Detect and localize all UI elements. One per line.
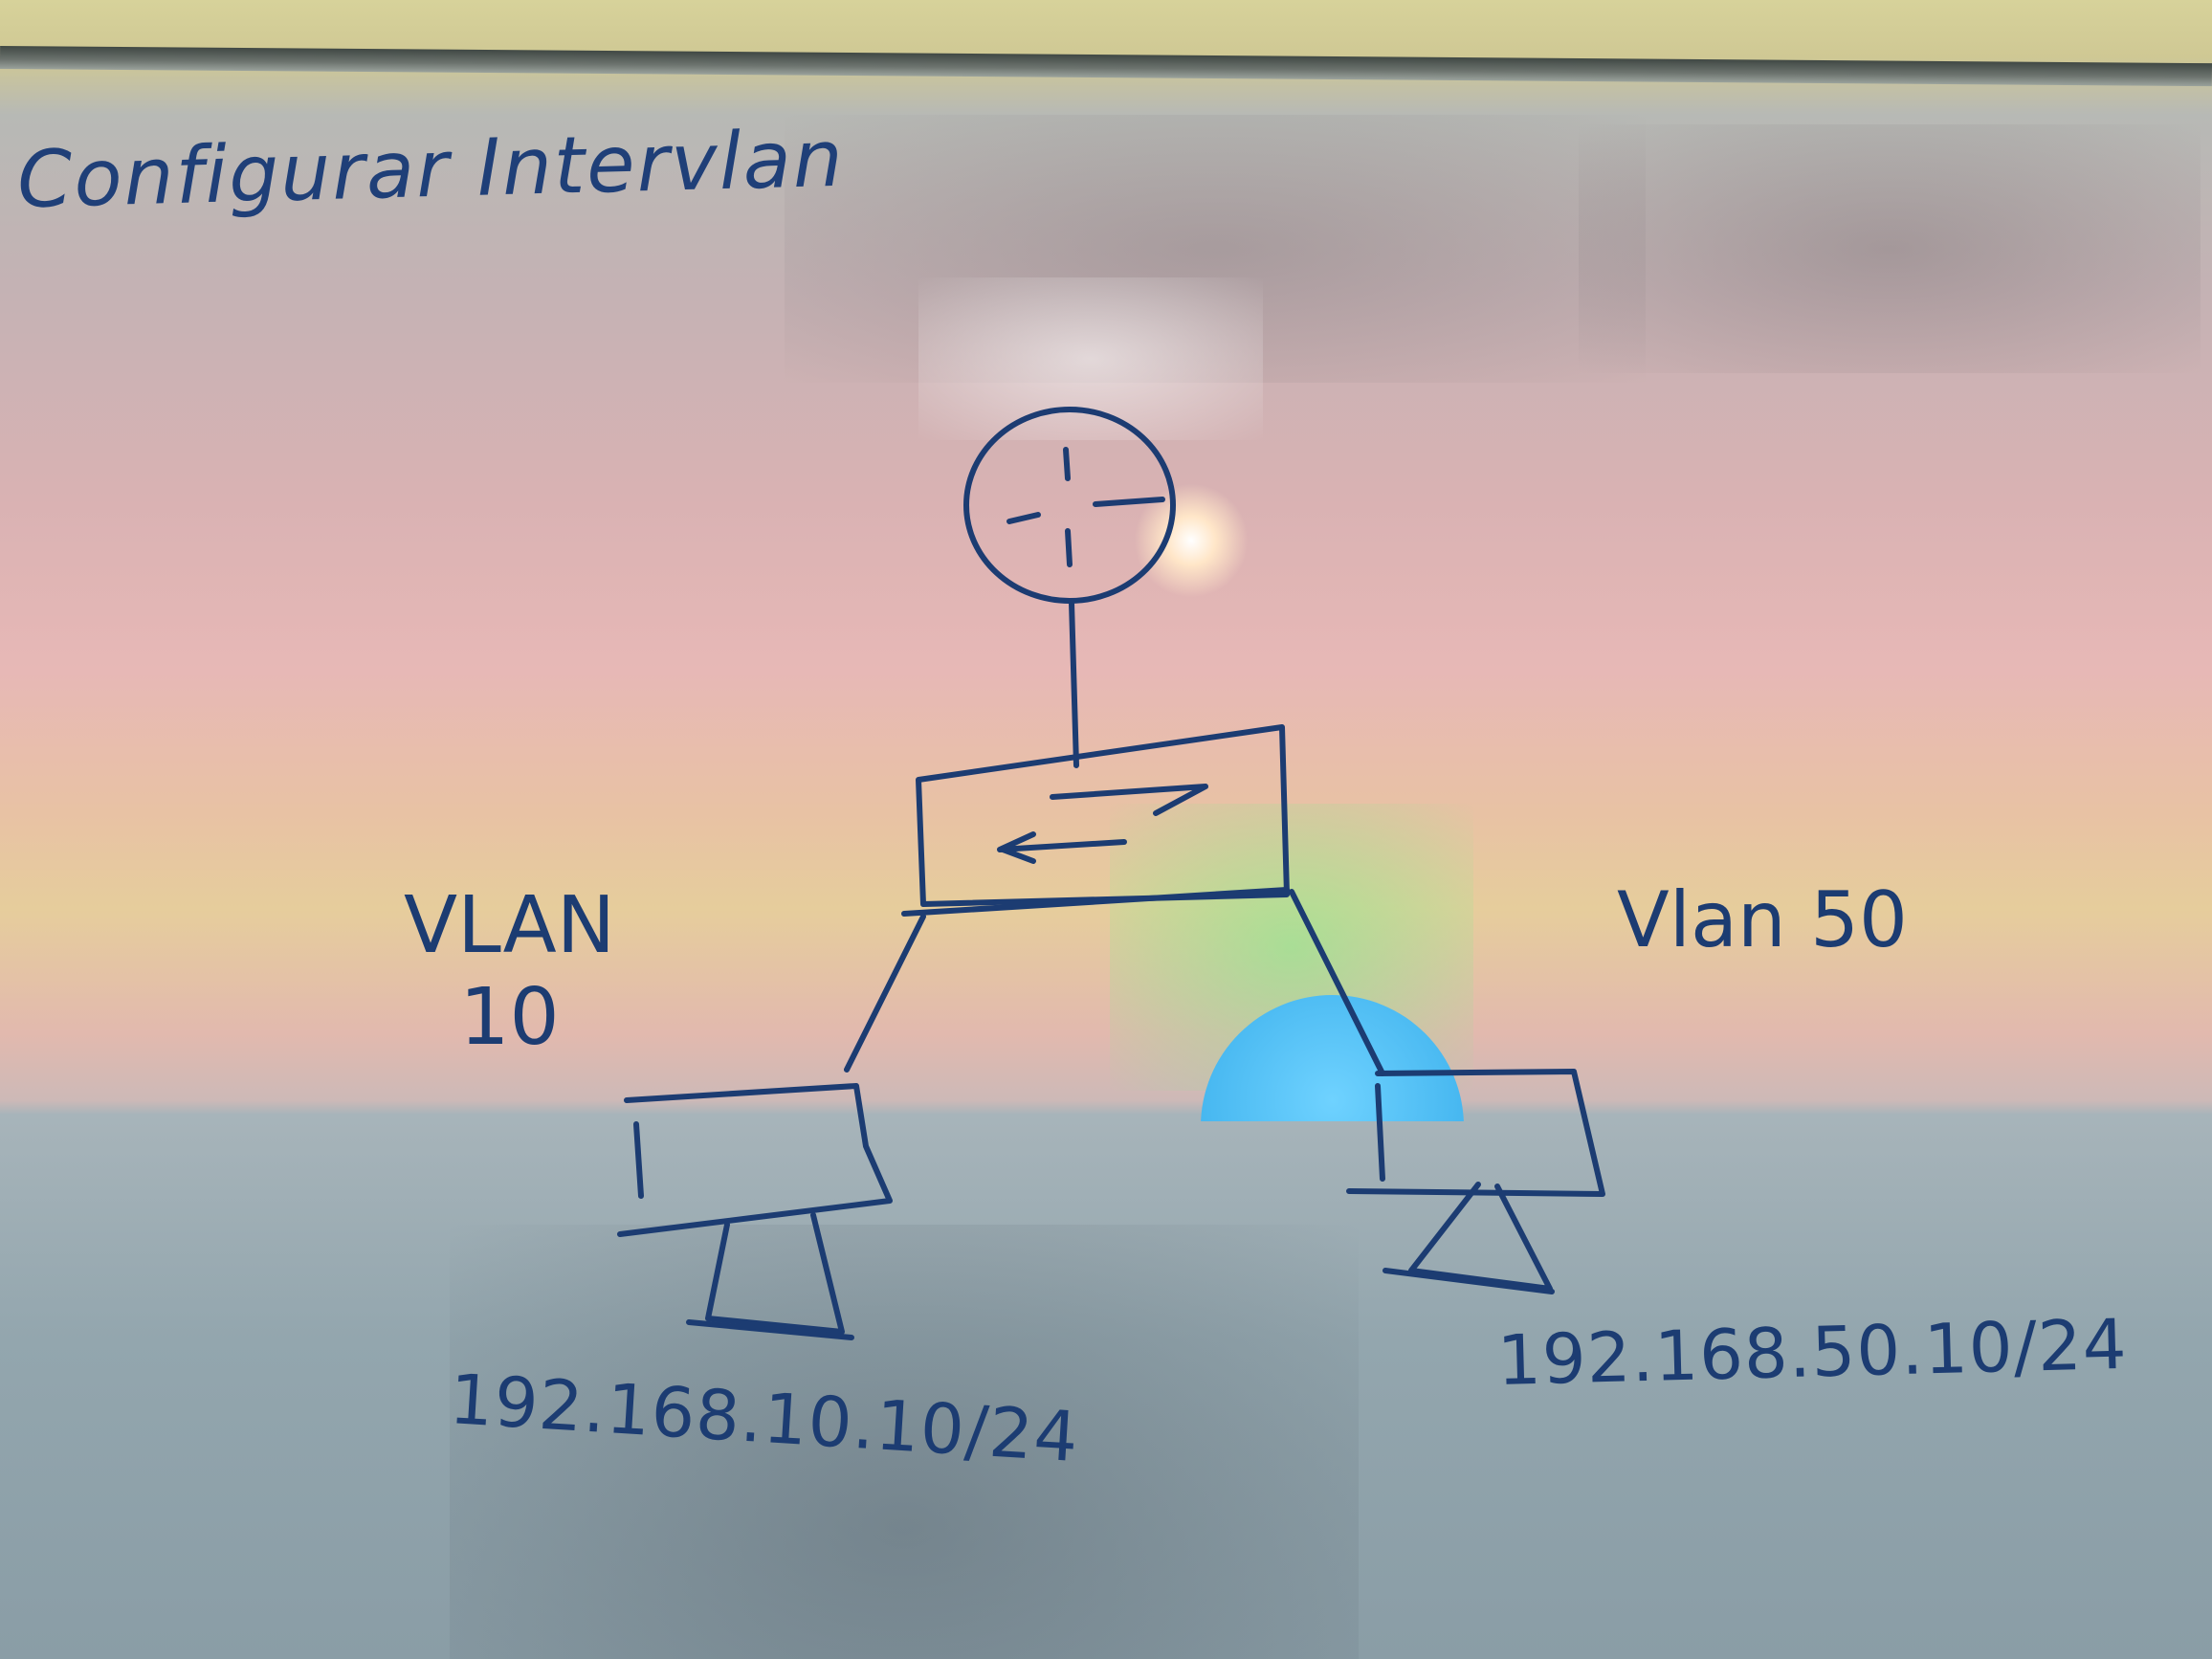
switch-icon bbox=[901, 724, 1290, 917]
router-icon bbox=[963, 407, 1176, 604]
vlan-left-name: VLAN bbox=[404, 880, 616, 971]
vlan-right-label: Vlan 50 bbox=[1617, 875, 1908, 964]
cloud-reflection-right bbox=[1579, 124, 2201, 373]
pc-right-icon bbox=[1346, 1069, 1605, 1294]
router-switch-link bbox=[1069, 600, 1079, 768]
switch-pc-right-link bbox=[1289, 889, 1385, 1076]
person-reflection bbox=[450, 1225, 1359, 1659]
vlan-left-number: 10 bbox=[459, 972, 560, 1063]
switch-pc-left-link bbox=[844, 914, 926, 1073]
vlan-left-label: VLAN 10 bbox=[404, 880, 615, 1064]
pc-left-icon bbox=[617, 1083, 893, 1340]
ip-right-label: 192.168.50.10/24 bbox=[1495, 1303, 2129, 1401]
